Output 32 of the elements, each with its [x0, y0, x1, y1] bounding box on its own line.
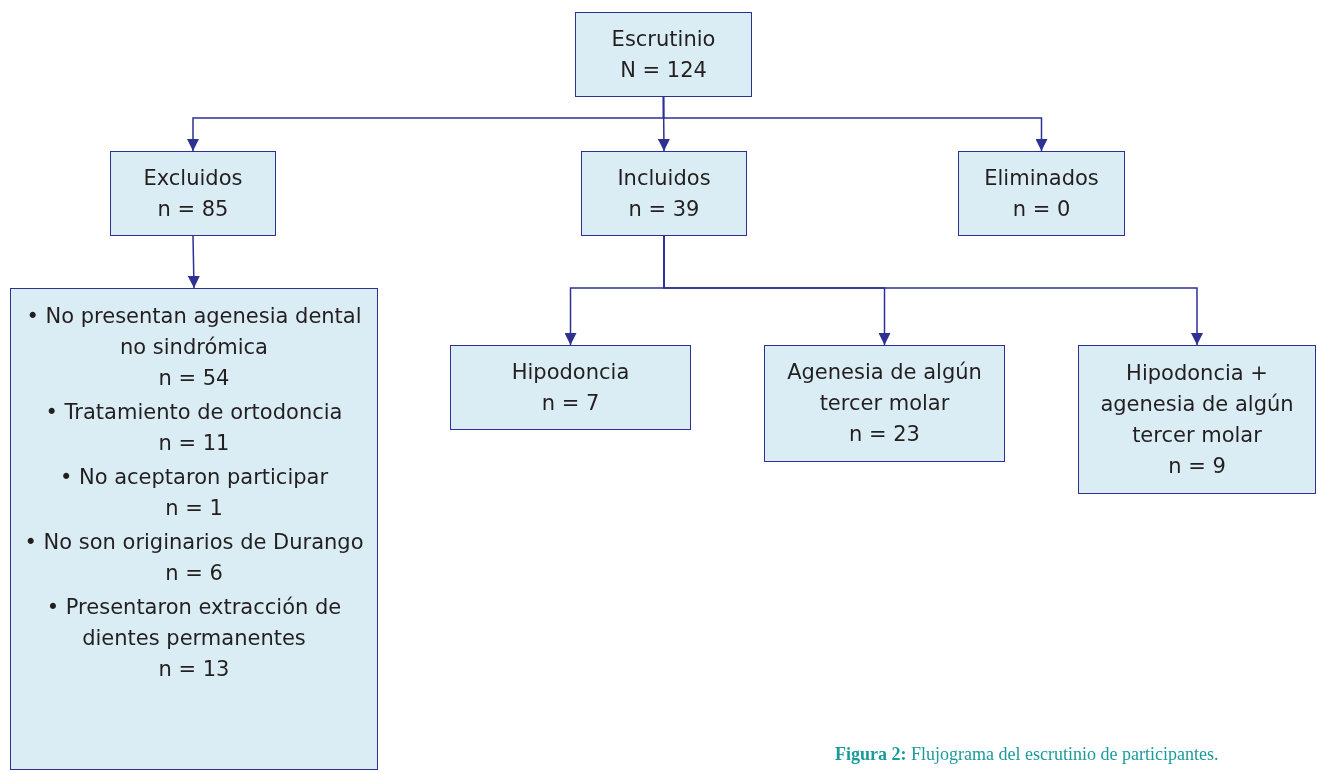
- node-text: • No aceptaron participar: [59, 464, 329, 491]
- process-box: [764, 345, 1005, 462]
- process-box: [450, 345, 691, 430]
- process-box: [110, 151, 276, 236]
- node-text: N = 124: [620, 56, 707, 84]
- arrow: [663, 235, 1203, 346]
- process-box: [958, 151, 1125, 236]
- figure-caption: Figura 2: Flujograma del escrutinio de participantes.: [835, 744, 1219, 765]
- node-text: n = 0: [1012, 195, 1071, 223]
- criteria-box: [10, 288, 378, 770]
- node-text: n = 6: [165, 560, 223, 587]
- node-title: Excluidos: [143, 164, 243, 192]
- process-box: [1078, 345, 1316, 494]
- node-text: n = 13: [158, 656, 230, 683]
- node-text: n = 11: [158, 430, 230, 457]
- node-title: Incluidos: [617, 164, 711, 192]
- node-text: • Tratamiento de ortodoncia: [45, 399, 343, 426]
- node-text: n = 9: [1168, 452, 1226, 480]
- node-text: • No son originarios de Durango: [24, 529, 364, 556]
- process-box: [575, 12, 752, 97]
- node-text: n = 85: [157, 195, 229, 223]
- node-text: n = 1: [165, 495, 223, 522]
- arrow: [187, 235, 200, 289]
- process-box: [581, 151, 747, 236]
- node-text: n = 39: [628, 195, 700, 223]
- node-title: Escrutinio: [611, 25, 716, 53]
- node-text: n = 54: [158, 365, 230, 392]
- node-text: n = 7: [541, 389, 600, 417]
- node-title: Hipodoncia: [511, 358, 630, 386]
- arrow: [662, 96, 1048, 152]
- node-text: n = 23: [849, 421, 920, 448]
- node-title: Eliminados: [984, 164, 1099, 192]
